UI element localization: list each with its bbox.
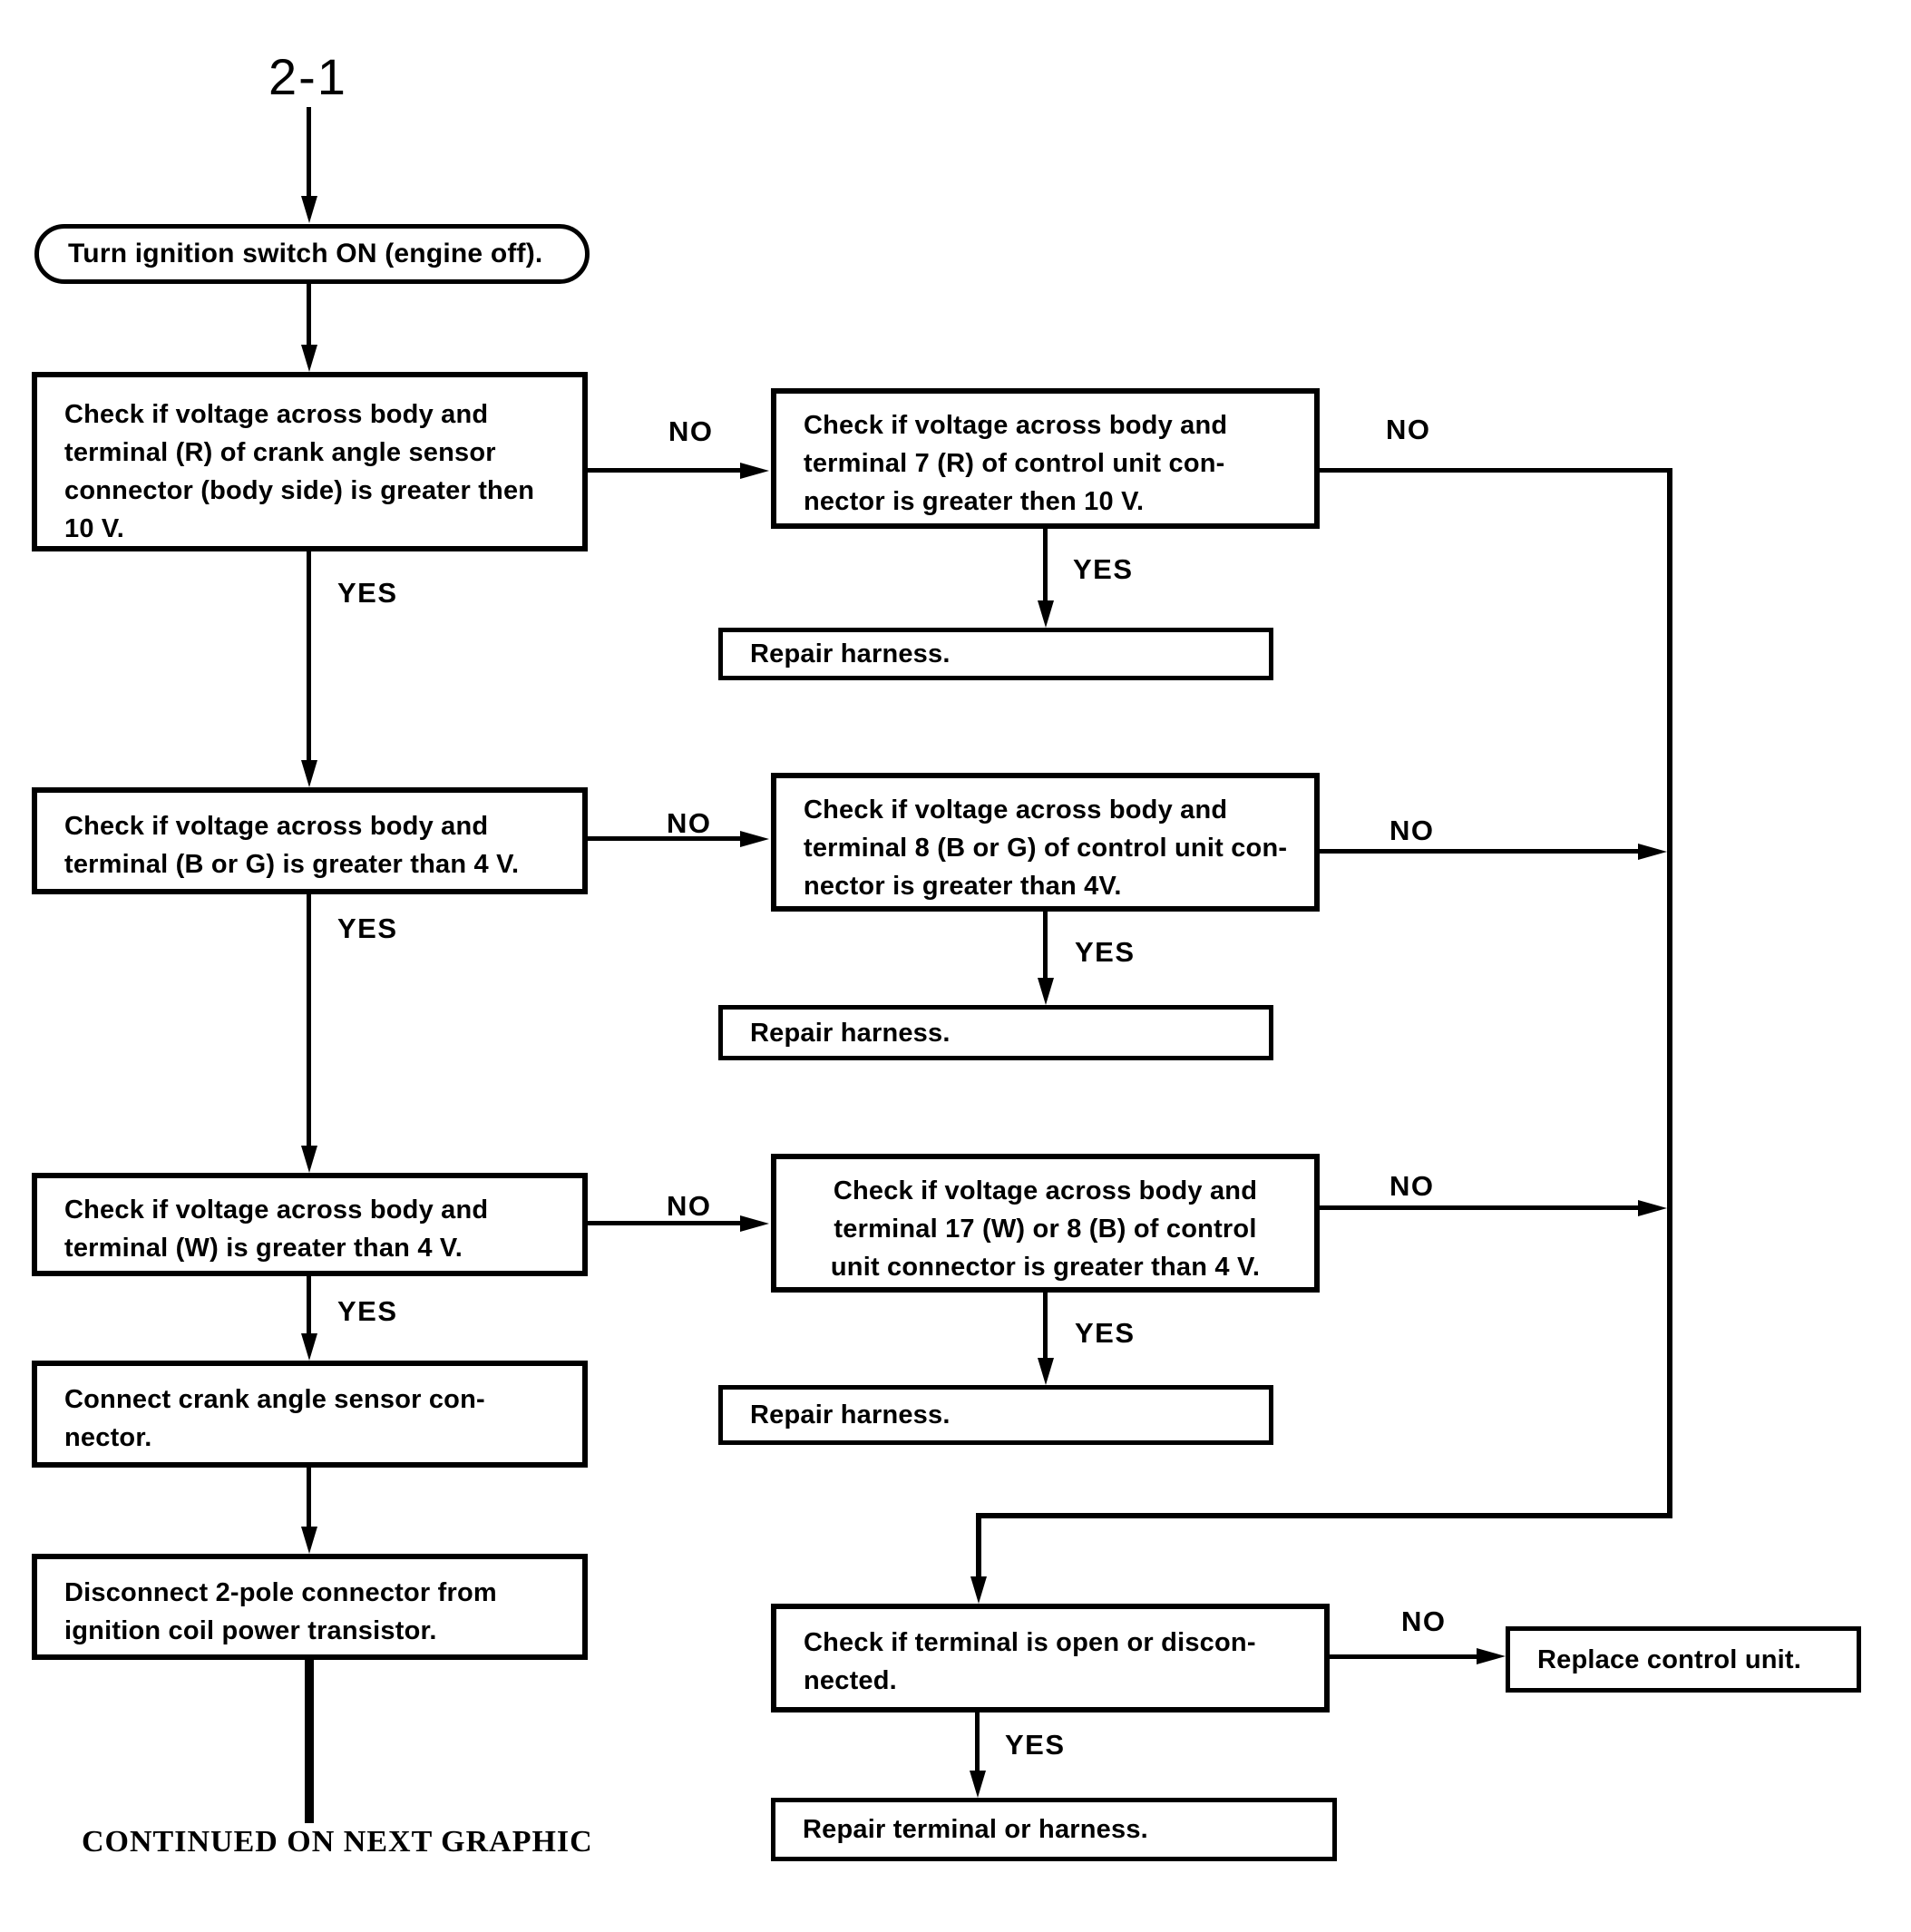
arrowhead [301,1527,317,1554]
arrowhead [301,1146,317,1173]
no-label: NO [1389,1170,1435,1202]
no-label: NO [668,415,714,447]
no-label: NO [1389,815,1435,846]
decision-check-w-4v: Check if voltage across body and termina… [32,1173,588,1276]
arrowhead [1638,1200,1667,1216]
yes-label: YES [337,577,398,609]
no-label: NO [1401,1605,1447,1637]
decision-check-b-g-4v: Check if voltage across body and termina… [32,787,588,894]
flow-line [1043,1293,1048,1359]
arrowhead [301,1333,317,1361]
flow-line [976,1513,981,1578]
flow-line [976,1513,1672,1518]
arrowhead [301,196,317,223]
flow-line [307,1276,311,1337]
page-label: 2-1 [268,48,347,105]
decision-check-crank-sensor-10v: Check if voltage across body and termina… [32,372,588,551]
yes-label: YES [1073,553,1134,585]
arrowhead [740,831,769,847]
flow-line [1043,910,1048,979]
arrowhead [1038,978,1054,1005]
decision-check-cu-8bg-4v: Check if voltage across body and termina… [771,773,1320,912]
arrowhead [301,345,317,372]
flow-line [588,836,742,841]
flow-line [307,551,311,762]
arrowhead [1638,844,1667,860]
flow-line [588,1221,742,1225]
arrowhead [740,1215,769,1232]
flow-line [307,284,311,346]
yes-label: YES [1075,1317,1136,1349]
no-label: NO [667,807,712,839]
process-disconnect-2pole: Disconnect 2-pole connector from ignitio… [32,1554,588,1660]
flow-line [588,468,742,473]
action-repair-harness-1: Repair harness. [718,628,1273,680]
process-connect-crank-sensor: Connect crank angle sensor con- nector. [32,1361,588,1468]
decision-check-cu-7r-10v: Check if voltage across body and termina… [771,388,1320,529]
flow-line [975,1712,980,1771]
flow-line [1320,849,1639,854]
no-label: NO [667,1190,712,1222]
yes-label: YES [1005,1729,1066,1761]
no-label: NO [1386,414,1431,445]
action-repair-harness-3: Repair harness. [718,1385,1273,1445]
arrowhead [301,760,317,787]
yes-label: YES [337,912,398,944]
flow-line [307,894,311,1148]
action-repair-terminal-or-harness: Repair terminal or harness. [771,1798,1337,1861]
decision-check-cu-17w-8b-4v: Check if voltage across body and termina… [771,1154,1320,1293]
collector-line [1667,468,1672,1518]
action-repair-harness-2: Repair harness. [718,1005,1273,1060]
flow-line [1320,1205,1639,1210]
arrowhead [1477,1648,1506,1664]
decision-check-terminal-open: Check if terminal is open or discon- nec… [771,1604,1330,1712]
yes-label: YES [1075,936,1136,968]
continued-note: CONTINUED ON NEXT GRAPHIC [82,1825,593,1859]
flow-line [1320,468,1672,473]
flow-line [307,107,311,200]
start-node: Turn ignition switch ON (engine off). [34,224,590,284]
arrowhead [970,1576,987,1604]
arrowhead [740,463,769,479]
yes-label: YES [337,1295,398,1327]
arrowhead [970,1771,986,1798]
flow-line [307,1468,311,1528]
arrowhead [1038,1358,1054,1385]
flow-line [1043,529,1048,601]
action-replace-control-unit: Replace control unit. [1506,1626,1861,1693]
flow-line [1330,1654,1477,1659]
flow-line-thick [305,1660,314,1823]
arrowhead [1038,600,1054,628]
